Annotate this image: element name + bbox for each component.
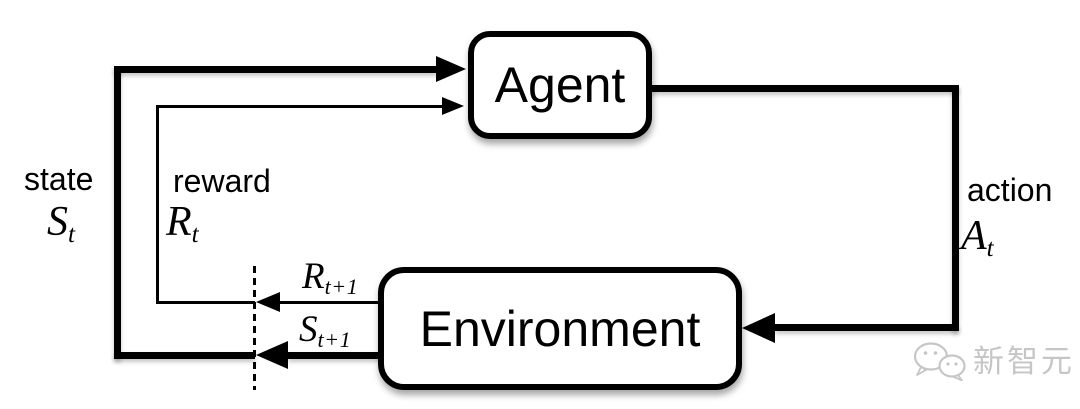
action-line-vertical: [952, 85, 959, 331]
next-state-line-right-segment: [288, 352, 382, 359]
next-state-symbol: St+1: [299, 311, 351, 351]
next-reward-symbol-subscript: t+1: [324, 274, 359, 300]
state-symbol: St: [47, 201, 76, 247]
watermark-text: 新智元: [973, 343, 1075, 379]
next-reward-line-right-segment: [280, 301, 382, 304]
next-state-symbol-letter: S: [299, 309, 318, 350]
action-symbol: At: [961, 215, 994, 261]
reward-label: reward: [173, 163, 271, 199]
next-state-arrowhead-icon: [256, 341, 288, 369]
action-line-top-horizontal: [650, 85, 959, 92]
next-reward-symbol-letter: R: [302, 256, 325, 297]
next-state-line-left-segment: [114, 352, 255, 359]
state-line-top-horizontal: [114, 66, 438, 73]
time-step-boundary-dashed-line: [253, 266, 256, 390]
next-state-symbol-subscript: t+1: [317, 327, 352, 353]
reward-symbol: Rt: [166, 201, 199, 247]
agent-node-label: Agent: [494, 57, 626, 113]
reward-symbol-subscript: t: [191, 221, 200, 249]
state-symbol-letter: S: [47, 199, 68, 245]
wechat-logo-icon: [913, 342, 966, 381]
action-symbol-subscript: t: [986, 235, 995, 263]
environment-node-label: Environment: [419, 300, 701, 357]
reward-arrowhead-icon: [442, 97, 464, 115]
environment-node: Environment: [378, 267, 742, 390]
reward-symbol-letter: R: [166, 199, 192, 245]
state-label: state: [24, 161, 94, 197]
next-reward-symbol: Rt+1: [302, 258, 358, 298]
next-reward-arrowhead-icon: [256, 292, 280, 312]
state-line-vertical: [114, 66, 121, 359]
watermark: 新智元: [910, 341, 1075, 381]
action-arrowhead-icon: [742, 313, 775, 343]
action-line-bottom-horizontal: [775, 324, 959, 331]
agent-node: Agent: [468, 31, 652, 139]
state-arrowhead-icon: [436, 56, 466, 82]
action-label: action: [967, 172, 1053, 208]
state-symbol-subscript: t: [68, 221, 76, 249]
action-symbol-letter: A: [961, 213, 987, 259]
reward-line-top-horizontal: [156, 105, 444, 108]
next-reward-line-left-segment: [156, 301, 255, 304]
reward-line-vertical: [156, 105, 159, 304]
